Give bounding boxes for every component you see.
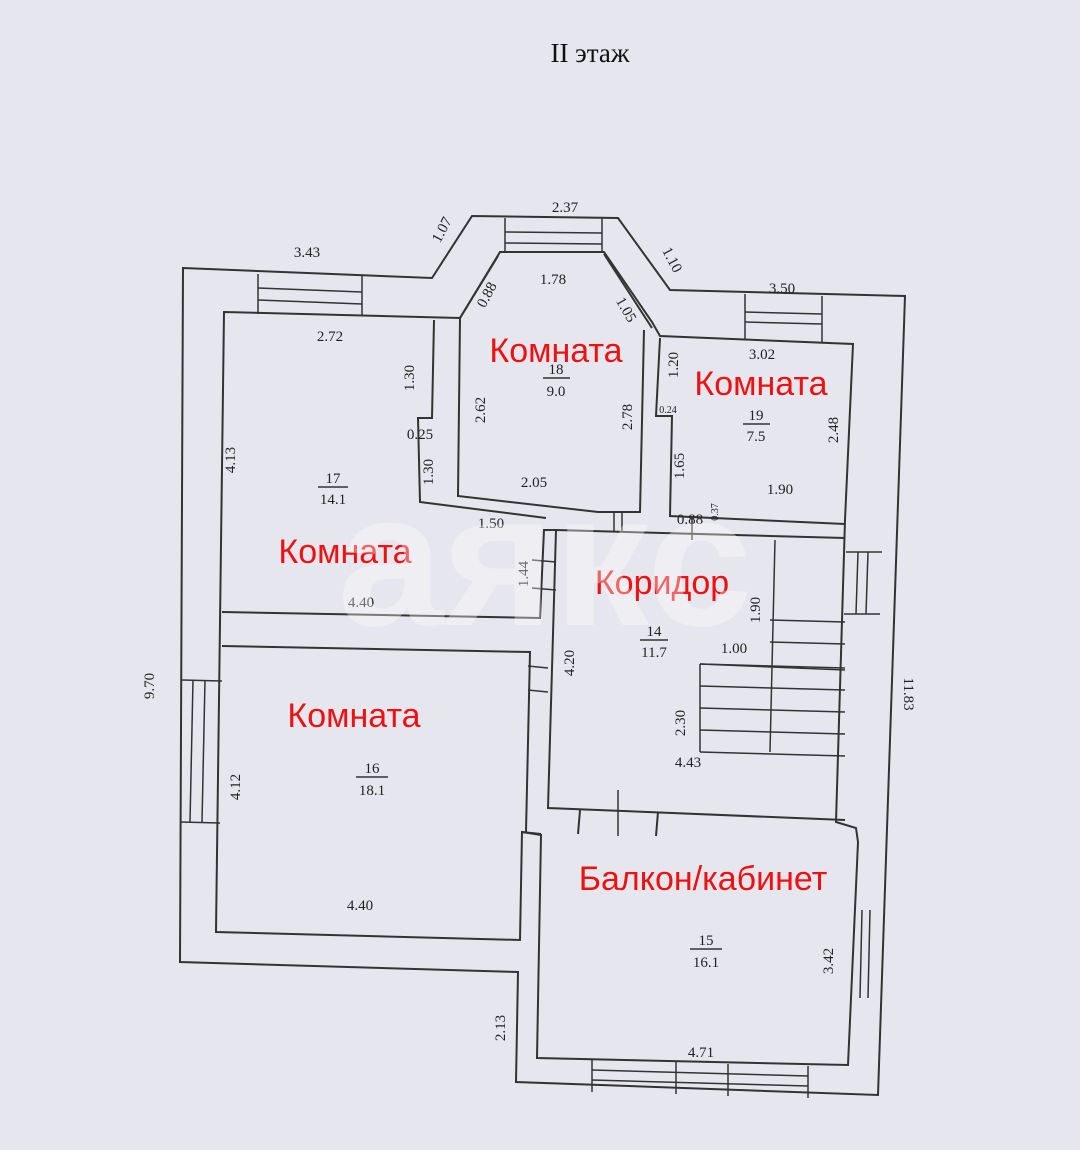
room-number: 15 — [699, 933, 714, 949]
room-label-19: Комната — [694, 365, 827, 403]
outer-wall-outline — [178, 214, 907, 1097]
dim-r18-bottom: 2.05 — [521, 475, 547, 491]
dim-r15-bottom: 4.71 — [688, 1045, 714, 1061]
dim-outer-left: 9.70 — [142, 673, 158, 699]
dim-cor-top: 0.88 — [677, 512, 703, 528]
inner-wall-outline — [214, 251, 860, 1067]
room-19-id: 19 7.5 — [743, 408, 770, 445]
window-top-right — [744, 294, 823, 342]
room-area: 9.0 — [547, 384, 566, 400]
room-16-id: 16 18.1 — [356, 761, 388, 799]
room-area: 11.7 — [641, 645, 667, 661]
dim-r17-step: 0.25 — [407, 427, 433, 443]
dim-r18-right: 2.78 — [620, 404, 636, 430]
dim-cor-stair-width: 1.00 — [721, 641, 747, 657]
room-14-id: 14 11.7 — [640, 624, 668, 661]
dim-r17-step-upper: 1.30 — [402, 365, 418, 391]
room-label-16: Комната — [287, 697, 420, 735]
dim-r19-step: 0.24 — [659, 405, 677, 416]
dim-r17-notch: 1.50 — [478, 516, 504, 532]
dim-r17-left: 4.13 — [223, 447, 239, 473]
dim-cor-bottom: 4.43 — [675, 755, 701, 771]
dim-bay-diag-left: 1.07 — [429, 214, 456, 245]
watermark-logo: аякс — [338, 454, 753, 666]
room-number: 17 — [326, 471, 342, 487]
window-bay-top — [504, 218, 603, 252]
room-label-18: Комната — [489, 332, 622, 370]
room-number: 18 — [549, 362, 564, 378]
dim-r19-bottom: 1.90 — [767, 482, 793, 498]
dim-r19-door-offset: 0.37 — [710, 503, 721, 521]
dim-bay-top: 2.37 — [552, 200, 579, 216]
room-label-17: Комната — [278, 533, 411, 571]
dim-r18-diag-left: 0.88 — [474, 280, 500, 311]
dim-r17-notch-side: 1.44 — [516, 560, 532, 587]
dim-r19-left-lower: 1.65 — [672, 453, 688, 479]
wall-balcony-top — [521, 809, 659, 837]
wall-18-diag — [459, 253, 653, 329]
wall-19 — [654, 337, 846, 525]
dim-r17-top: 2.72 — [317, 329, 343, 345]
dim-r19-left-upper: 1.20 — [666, 352, 682, 378]
staircase — [699, 539, 846, 757]
room-area: 16.1 — [693, 955, 719, 971]
dim-r18-left: 2.62 — [473, 397, 489, 423]
dim-cor-stair-run: 2.30 — [673, 710, 689, 736]
wall-16-top — [221, 645, 532, 833]
dim-cor-stair-side: 1.90 — [748, 597, 764, 623]
window-right-corridor — [844, 551, 882, 615]
dim-r19-right: 2.48 — [826, 417, 842, 443]
room-number: 16 — [365, 761, 381, 777]
dim-r16-bottom: 4.40 — [347, 898, 373, 914]
wall-17-18 — [416, 319, 547, 519]
dim-r17-bottom: 4.40 — [348, 595, 374, 611]
dim-r16-left: 4.12 — [228, 774, 244, 800]
room-area: 7.5 — [747, 429, 766, 445]
room-label-balcony: Балкон/кабинет — [579, 860, 828, 898]
window-right-balcony — [859, 909, 871, 999]
dim-r15-right: 3.42 — [821, 948, 837, 974]
window-left — [179, 679, 223, 824]
room-18-id: 18 9.0 — [543, 362, 570, 400]
dim-bottom-left-wall: 2.13 — [493, 1015, 509, 1041]
dim-r19-top: 3.02 — [749, 347, 775, 363]
room-area: 14.1 — [320, 492, 346, 508]
dim-r18-diag-right: 1.05 — [612, 295, 639, 326]
window-bottom-balcony — [591, 1060, 809, 1098]
door-ticks — [527, 512, 693, 836]
floor-title: II этаж — [550, 38, 629, 68]
window-top-left — [257, 274, 363, 316]
room-15-id: 15 16.1 — [690, 933, 722, 971]
wall-18-bottom — [456, 317, 645, 513]
room-area: 18.1 — [359, 783, 385, 799]
dim-outer-left-top: 3.43 — [294, 245, 320, 261]
wall-corridor — [546, 529, 846, 821]
room-number: 19 — [749, 408, 764, 424]
dim-cor-left: 4.20 — [562, 650, 578, 676]
room-label-corridor: Коридор — [595, 564, 729, 602]
dim-bay-diag-right: 1.10 — [658, 245, 684, 276]
dim-r17-step-lower: 1.30 — [421, 459, 437, 485]
dim-outer-right-top: 3.50 — [769, 281, 795, 297]
room-number: 14 — [647, 624, 663, 640]
room-17-id: 17 14.1 — [318, 471, 348, 508]
dim-outer-right: 11.83 — [900, 677, 916, 710]
dim-r18-top: 1.78 — [540, 272, 566, 288]
wall-17-bottom — [221, 529, 556, 620]
